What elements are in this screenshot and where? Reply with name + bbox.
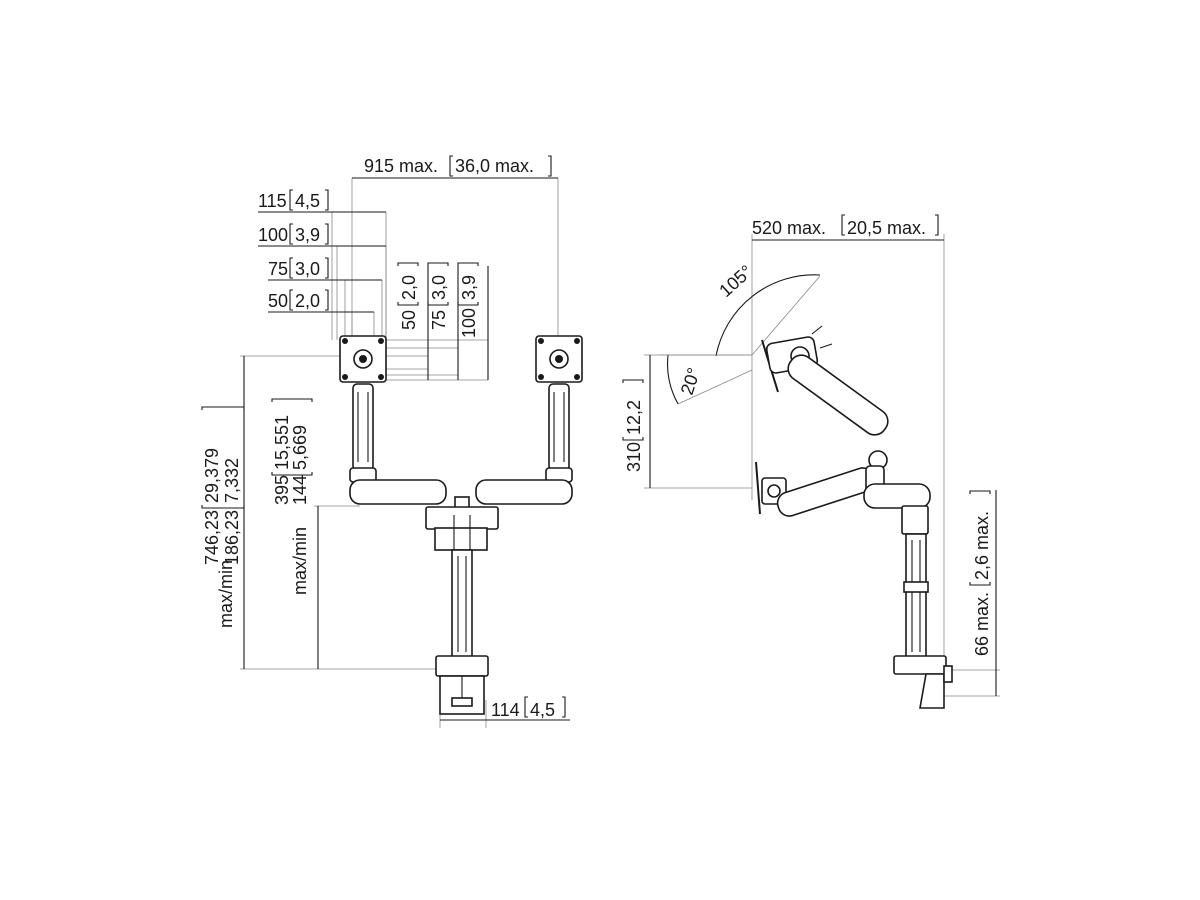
arm-height-minmax-label: max/min	[290, 527, 310, 595]
clamp-width-inch-label: 4,5	[530, 700, 555, 720]
upper-arm-lowered	[776, 467, 876, 517]
vesa-width-dimensions: 115 4,5 100 3,9 75 3,0 50 2,0	[258, 189, 387, 340]
height-310-label: 310	[624, 442, 644, 472]
swivel-angle-label: 105°	[715, 261, 756, 301]
right-upright-arm	[548, 383, 570, 471]
center-hub	[425, 506, 499, 530]
clamp-width-dimension: 114 4,5	[439, 696, 570, 728]
lower-arm	[863, 483, 931, 509]
depth-max-label: 520 max.	[752, 218, 826, 238]
arm-height-min-label: 144	[290, 475, 310, 505]
vesa-height-dimensions: 50 2,0 75 3,0 100 3,9	[378, 262, 489, 381]
vesa-h100-label: 100	[459, 308, 479, 338]
tilt-angle-dimension: 20°	[660, 354, 753, 405]
left-horizontal-arm	[349, 479, 447, 505]
vesa-115-label: 115	[258, 191, 287, 211]
clamp-width-label: 114	[491, 700, 520, 720]
left-vesa-plate	[339, 335, 387, 383]
vesa-h75-label: 75	[429, 310, 449, 330]
vesa-h75-inch-label: 3,0	[429, 275, 449, 300]
width-max-inch-label: 36,0 max.	[455, 156, 534, 176]
vesa-50-label: 50	[268, 291, 288, 311]
front-monitor-arm	[339, 335, 583, 715]
depth-max-inch-label: 20,5 max.	[847, 218, 926, 238]
total-height-minmax-label: max/min	[216, 560, 236, 628]
desk-max-inch-label: 2,6 max.	[972, 511, 992, 580]
right-horizontal-arm	[475, 479, 573, 505]
upper-arm-raised	[787, 354, 889, 436]
vesa-115-inch-label: 4,5	[295, 191, 320, 211]
total-height-dimension: max/min 746,23 186,23 29,379 7,332	[201, 355, 440, 670]
front-width-dimension: 915 max. 36,0 max.	[351, 155, 559, 340]
vesa-75-inch-label: 3,0	[295, 259, 320, 279]
arm-height-max-label: 395	[272, 475, 292, 505]
total-height-max-inch-label: 29,379	[202, 448, 222, 503]
vesa-100-inch-label: 3,9	[295, 225, 320, 245]
desk-max-label: 66 max.	[972, 592, 992, 656]
desk-clamp-top	[435, 655, 489, 677]
total-height-min-label: 186,23	[222, 510, 242, 565]
total-height-max-label: 746,23	[202, 510, 222, 565]
vesa-50-inch-label: 2,0	[295, 291, 320, 311]
side-clamp-body	[919, 673, 945, 709]
side-pole	[905, 533, 927, 659]
center-pole	[451, 549, 473, 659]
vesa-100-label: 100	[258, 225, 288, 245]
arm-height-min-inch-label: 5,669	[290, 425, 310, 470]
arm-height-dimension: max/min 395 144 15,551 5,669	[271, 398, 360, 669]
vesa-h100-inch-label: 3,9	[459, 275, 479, 300]
right-vesa-plate	[535, 335, 583, 383]
vesa-75-label: 75	[268, 259, 288, 279]
side-clamp-top	[893, 655, 947, 675]
left-upright-arm	[352, 383, 374, 471]
height-310-inch-label: 12,2	[624, 400, 644, 435]
vesa-h50-label: 50	[399, 310, 419, 330]
side-depth-dimension: 520 max. 20,5 max.	[751, 214, 945, 690]
arm-height-max-inch-label: 15,551	[272, 415, 292, 470]
side-height-dimension: 310 12,2	[622, 354, 752, 489]
side-monitor-arm	[755, 325, 953, 709]
width-max-label: 915 max.	[364, 156, 438, 176]
tilt-angle-label: 20°	[677, 365, 704, 397]
vesa-h50-inch-label: 2,0	[399, 275, 419, 300]
desk-thickness-dimension: 66 max. 2,6 max.	[940, 490, 1000, 697]
total-height-min-inch-label: 7,332	[222, 458, 242, 503]
